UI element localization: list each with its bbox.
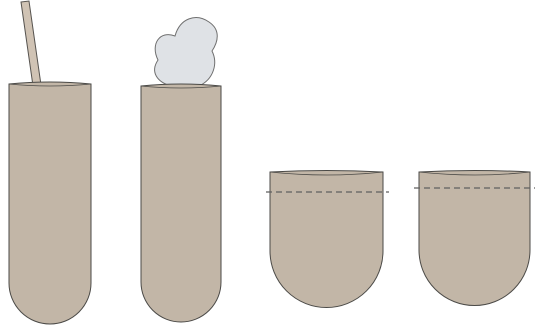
tube-with-cotton	[140, 17, 222, 323]
tube-body	[140, 83, 222, 323]
tube-rim	[8, 83, 92, 87]
tube-section-body	[269, 170, 384, 308]
tube-body	[8, 81, 92, 325]
tube-section-rim	[418, 171, 531, 176]
cut-tube-section-2	[414, 170, 535, 306]
stirring-rod	[20, 0, 42, 87]
tube-section-body	[418, 170, 531, 306]
tube-with-rod	[8, 0, 92, 325]
tube-section-rim	[269, 171, 384, 176]
cut-tube-section-1	[266, 170, 389, 308]
tube-rim	[140, 85, 222, 89]
cotton-plug	[154, 17, 218, 90]
